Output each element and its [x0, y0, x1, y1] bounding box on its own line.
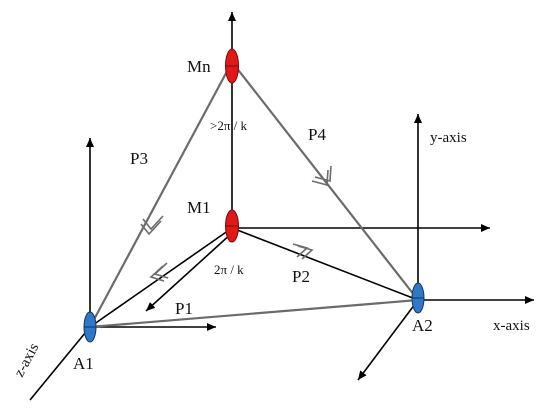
a1-z-axis-line — [29, 326, 91, 401]
edge-a1-m1 — [89, 227, 233, 328]
label-y-axis: y-axis — [430, 130, 467, 146]
path-p3-line — [89, 61, 233, 328]
p2-direction-chevron — [292, 243, 314, 260]
label-p4: P4 — [308, 125, 326, 144]
label-a2: A2 — [412, 316, 433, 335]
label-mn: Mn — [187, 57, 211, 76]
p4-direction-chevron — [311, 165, 332, 187]
label-phase-upper: >2π / k — [210, 118, 248, 133]
m1-z-axis — [145, 232, 233, 312]
label-phase-lower: 2π / k — [214, 262, 244, 277]
label-p1: P1 — [175, 299, 193, 318]
label-z-axis: z-axis — [11, 341, 42, 380]
label-p3: P3 — [130, 149, 148, 168]
edge-m1-a2 — [231, 227, 419, 301]
node-a1 — [83, 311, 97, 343]
label-a1: A1 — [73, 354, 94, 373]
node-a2 — [411, 282, 425, 314]
label-x-axis: x-axis — [493, 318, 530, 334]
a2-z-axis — [357, 299, 419, 381]
label-m1: M1 — [187, 198, 211, 217]
label-p2: P2 — [292, 267, 310, 286]
p3-direction-chevron — [140, 215, 164, 236]
node-m1 — [225, 209, 239, 243]
path-p4-line — [231, 61, 419, 301]
a1-m1-direction-chevron — [149, 262, 169, 282]
path-p1-line — [89, 298, 419, 329]
node-mn — [225, 48, 239, 84]
